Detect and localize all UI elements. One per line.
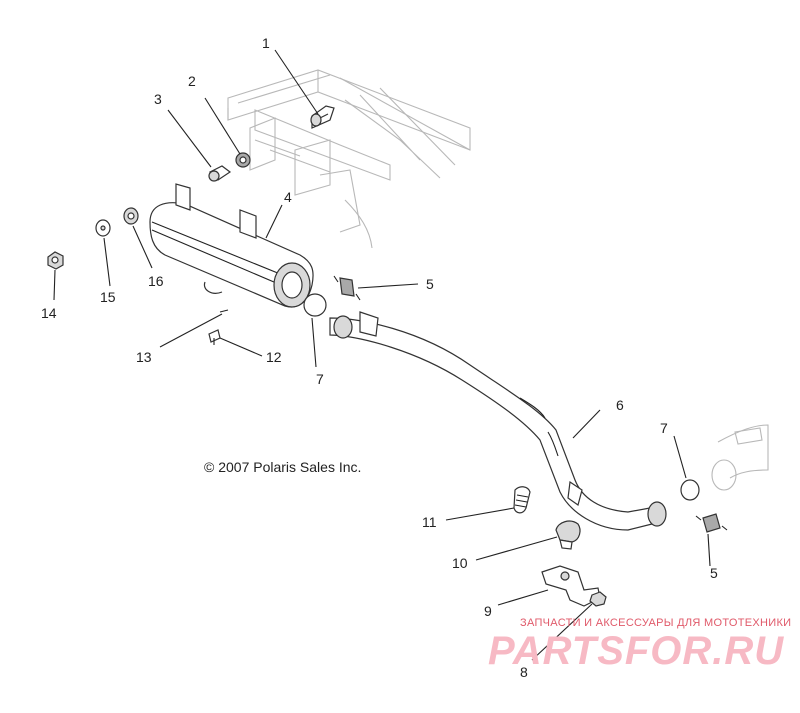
gasket-muffler [303, 293, 327, 317]
exhaust-spring-lower [695, 513, 728, 533]
bushing [208, 165, 232, 182]
pin [219, 309, 229, 313]
callout-4: 4 [284, 189, 292, 205]
callout-7-engine: 7 [660, 420, 668, 436]
callout-16: 16 [148, 273, 164, 289]
engine-exhaust-port [711, 424, 769, 491]
callout-15: 15 [100, 289, 116, 305]
copyright-notice: © 2007 Polaris Sales Inc. [204, 459, 361, 475]
callout-14: 14 [41, 305, 57, 321]
muffler [149, 183, 314, 308]
callout-12: 12 [266, 349, 282, 365]
clip [208, 329, 221, 345]
vehicle-frame [227, 69, 471, 249]
leader-lines [53, 49, 711, 661]
callout-13: 13 [136, 349, 152, 365]
bracket-nut [589, 591, 607, 607]
head-pipe [329, 311, 667, 531]
watermark-tagline: ЗАПЧАСТИ И АКСЕССУАРЫ ДЛЯ МОТОТЕХНИКИ [520, 617, 791, 629]
rubber-bumper [555, 520, 581, 550]
gasket-engine [680, 479, 700, 501]
callout-5-upper: 5 [426, 276, 434, 292]
flat-washer [95, 219, 111, 237]
lock-washer [123, 207, 139, 225]
callout-1: 1 [262, 35, 270, 51]
grommet [235, 152, 251, 168]
callout-10: 10 [452, 555, 468, 571]
callout-7-muffler: 7 [316, 371, 324, 387]
exhaust-spring-11 [513, 486, 531, 514]
watermark-brand: PARTSFOR.RU [488, 629, 784, 673]
callout-3: 3 [154, 91, 162, 107]
callout-2: 2 [188, 73, 196, 89]
bolt [310, 105, 335, 129]
callout-8: 8 [520, 664, 528, 680]
exhaust-spring-upper [333, 275, 361, 301]
mounting-bracket [541, 565, 601, 607]
callout-9: 9 [484, 603, 492, 619]
callout-6: 6 [616, 397, 624, 413]
hex-nut [47, 251, 64, 270]
callout-11: 11 [422, 514, 437, 530]
callout-5-lower: 5 [710, 565, 718, 581]
